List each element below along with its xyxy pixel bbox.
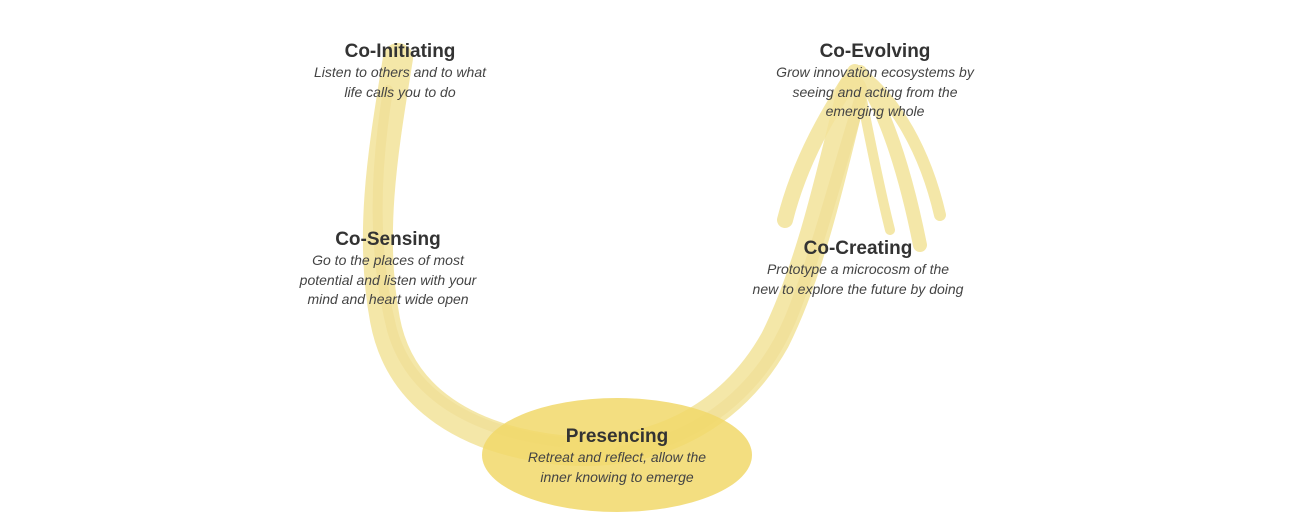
stage-description-line: life calls you to do: [344, 83, 456, 100]
presencing-ellipse: [482, 398, 752, 512]
stage-title: Co-Creating: [803, 238, 913, 259]
stage-description-line: seeing and acting from the: [792, 83, 958, 100]
stage-description-line: Grow innovation ecosystems by: [776, 64, 974, 80]
stage-co-evolving: Co-Evolving Grow innovation ecosystems b…: [776, 41, 974, 122]
stage-presencing: Presencing Retreat and reflect, allow th…: [528, 426, 706, 487]
stage-description-line: potential and listen with your: [299, 271, 477, 288]
stage-description-line: inner knowing to emerge: [540, 468, 694, 485]
stage-description-line: Retreat and reflect, allow the: [527, 449, 707, 465]
stage-description-line: new to explore the future by doing: [752, 280, 964, 297]
stage-title: Co-Evolving: [819, 41, 931, 62]
stage-title: Presencing: [565, 426, 669, 447]
stage-description-line: Prototype a microcosm of the: [766, 261, 950, 277]
stage-co-initiating: Co-Initiating Listen to others and to wh…: [314, 41, 486, 102]
stage-co-creating: Co-Creating Prototype a microcosm of the…: [753, 238, 964, 299]
stage-co-sensing: Co-Sensing Go to the places of most pote…: [300, 229, 477, 310]
stage-title: Co-Sensing: [335, 229, 441, 250]
stage-description-line: Go to the places of most: [312, 252, 464, 268]
stage-description-line: emerging whole: [825, 103, 925, 119]
stage-description-line: mind and heart wide open: [307, 291, 469, 307]
stage-title: Co-Initiating: [344, 41, 456, 62]
arrow-head-strokes: [777, 64, 946, 252]
stage-description-line: Listen to others and to what: [314, 64, 486, 80]
